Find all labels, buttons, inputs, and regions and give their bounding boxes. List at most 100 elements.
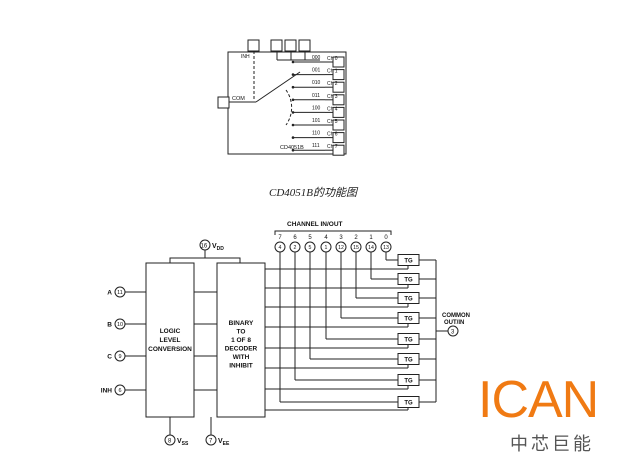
channel-code: 000 — [312, 55, 321, 61]
sel-pin-box-a — [270, 39, 283, 52]
figure-caption: CD4051B的功能图 — [269, 187, 357, 199]
common-label-1: COMMON — [442, 313, 470, 319]
ican-logo: ICAN 中芯巨能 — [458, 372, 608, 462]
channel-label: Ch 5 — [327, 119, 338, 125]
input-name: B — [107, 322, 112, 329]
channel-bracket — [274, 230, 392, 235]
channel-label: Ch 0 — [327, 56, 338, 62]
logic-line: LEVEL — [160, 337, 181, 344]
decoder-line: TO — [237, 329, 246, 336]
channel-label: Ch 7 — [327, 144, 338, 150]
chip-label: CD4051B — [280, 145, 304, 151]
gate-label: TG — [404, 297, 413, 303]
input-pin-number: 11 — [117, 290, 123, 296]
channel-pin-number: 1 — [325, 245, 328, 251]
input-pin-number: 10 — [117, 322, 123, 328]
logo-subtitle: 中芯巨能 — [510, 434, 594, 455]
com-label: COM — [232, 96, 245, 102]
switch-arm — [255, 71, 301, 103]
decoder-line: WITH — [233, 354, 250, 361]
channel-number: 5 — [308, 235, 312, 241]
vss-label: VSS — [177, 438, 189, 447]
vee-pin-number: 7 — [209, 439, 213, 445]
com-pin-box — [217, 96, 230, 109]
gate-label: TG — [404, 338, 413, 344]
channel-pin-number: 4 — [279, 245, 282, 251]
logo-brand: ICAN — [478, 371, 599, 429]
channel-code: 011 — [312, 93, 320, 99]
channel-pin-box — [332, 69, 345, 81]
vdd-label: VDD — [212, 243, 224, 252]
channel-label: Ch 3 — [327, 94, 338, 100]
channel-code: 001 — [312, 68, 321, 74]
common-label-2: OUT/IN — [444, 320, 464, 326]
channel-label: Ch 1 — [327, 69, 338, 75]
vdd-bus — [169, 257, 241, 263]
inh-pin-box — [247, 39, 260, 52]
channel-code: 111 — [312, 143, 320, 149]
vee-label: VEE — [218, 438, 230, 447]
channel-pin-box — [332, 94, 345, 106]
vss-pin-number: 8 — [168, 439, 172, 445]
logic-line: CONVERSION — [148, 346, 192, 353]
vdd-pin-number: 16 — [201, 244, 208, 250]
vee-pin — [205, 434, 217, 446]
channel-code: 010 — [312, 80, 321, 86]
channel-pin-number: 2 — [294, 245, 297, 251]
channel-number: 1 — [369, 235, 373, 241]
decoder-line: INHIBIT — [229, 363, 253, 370]
channel-pin-number: 15 — [353, 245, 359, 251]
input-pin-number: 6 — [118, 388, 121, 394]
channel-pin-number: 12 — [338, 245, 344, 251]
common-pin — [447, 325, 459, 337]
gate-label: TG — [404, 317, 413, 323]
sel-pin-box-c — [298, 39, 311, 52]
input-name: C — [107, 354, 112, 361]
inh-label: INH — [241, 54, 250, 60]
channel-pin-box — [332, 119, 345, 131]
common-pin-number: 3 — [451, 330, 455, 336]
gate-label: TG — [404, 379, 413, 385]
channel-pin-number: 14 — [368, 245, 374, 251]
binary-decoder-block — [216, 262, 266, 418]
decoder-line: 1 OF 8 — [231, 337, 251, 344]
channel-number: 2 — [354, 235, 358, 241]
channel-pin-box — [332, 56, 345, 68]
channel-number: 4 — [324, 235, 328, 241]
sel-pin-box-b — [284, 39, 297, 52]
channel-code: 101 — [312, 118, 321, 124]
channel-label: Ch 2 — [327, 81, 338, 87]
channel-pin-box — [332, 132, 345, 144]
gate-label: TG — [404, 358, 413, 364]
channel-number: 0 — [384, 235, 388, 241]
channel-pin-box — [332, 144, 345, 156]
channel-code: 100 — [312, 105, 321, 111]
decoder-line: BINARY — [229, 320, 254, 327]
input-pin-number: 9 — [118, 354, 121, 360]
channel-pin-number: 13 — [383, 245, 389, 251]
input-name: INH — [101, 388, 113, 395]
channel-pin-box — [332, 106, 345, 118]
gate-label: TG — [404, 278, 413, 284]
vss-pin — [164, 434, 176, 446]
channel-code: 110 — [312, 131, 320, 137]
channel-number: 7 — [278, 235, 282, 241]
channel-label: Ch 4 — [327, 106, 338, 112]
channel-number: 3 — [339, 235, 343, 241]
gate-label: TG — [404, 259, 413, 265]
logic-block-label: LOGIC LEVEL CONVERSION — [148, 328, 192, 353]
channel-header: CHANNEL IN/OUT — [287, 221, 343, 228]
channel-pin-number: 5 — [309, 245, 312, 251]
channel-number: 6 — [293, 235, 297, 241]
switch-arc — [285, 89, 293, 126]
logic-line: LOGIC — [160, 328, 181, 335]
channel-pin-box — [332, 81, 345, 93]
block-diagram: CHANNEL IN/OUT 16 VDD LOGICLEVELCONVERSI… — [101, 221, 470, 447]
